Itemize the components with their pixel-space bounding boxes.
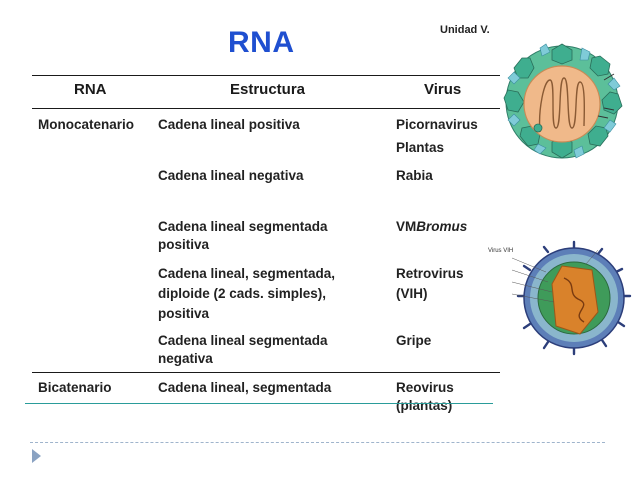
row-type-monocatenario: Monocatenario <box>38 117 135 132</box>
row6-structure: Cadena lineal, segmentada <box>158 380 332 395</box>
row2-structure: Cadena lineal negativa <box>158 168 304 183</box>
column-header-rna: RNA <box>74 81 107 98</box>
vih-diagram-title: Virus VIH <box>488 248 513 254</box>
page-title: RNA <box>228 26 295 59</box>
bullet-arrow-icon <box>32 449 41 463</box>
vih-illustration: Virus VIH <box>488 240 632 356</box>
row6-virus: Reovirus <box>396 380 454 395</box>
row-type-bicatenario: Bicatenario <box>38 380 112 395</box>
row4-virus: Retrovirus <box>396 266 464 281</box>
row1-virus-line2: Plantas <box>396 140 445 155</box>
row6-virus-line2: (plantas) <box>396 398 453 413</box>
row3-structure-line2: positiva <box>158 237 210 252</box>
row5-virus: Gripe <box>396 333 432 348</box>
row1-structure: Cadena lineal positiva <box>158 117 300 132</box>
row4-structure-line2: diploide (2 cads. simples), <box>158 286 327 301</box>
row4-structure: Cadena lineal, segmentada, <box>158 266 336 281</box>
row5-structure: Cadena lineal segmentada <box>158 333 328 348</box>
row3-virus: VMBromus <box>396 219 468 234</box>
row5-structure-line2: negativa <box>158 351 213 366</box>
footer-divider <box>30 442 605 443</box>
row1-virus: Picornavirus <box>396 117 478 132</box>
column-header-estructura: Estructura <box>230 81 306 98</box>
picornavirus-illustration <box>503 43 623 159</box>
row3-structure: Cadena lineal segmentada <box>158 219 328 234</box>
row4-virus-line2: (VIH) <box>396 286 428 301</box>
accent-line <box>25 403 493 404</box>
column-header-virus: Virus <box>424 81 462 98</box>
table-section-rule <box>32 372 500 373</box>
table-top-rule <box>32 75 500 76</box>
row2-virus: Rabia <box>396 168 433 183</box>
row4-structure-line3: positiva <box>158 306 210 321</box>
unit-label: Unidad V. <box>440 24 490 36</box>
table-header-rule <box>32 108 500 109</box>
